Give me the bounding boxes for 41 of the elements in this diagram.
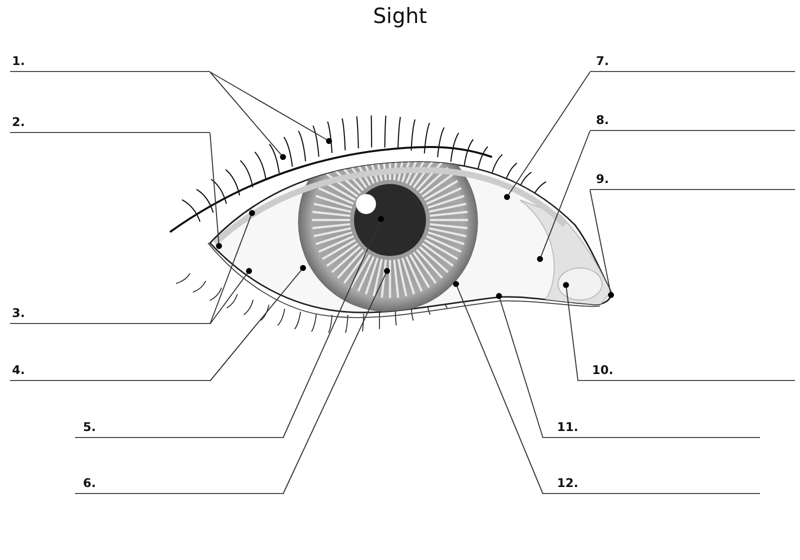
callout-number: 10. [592,363,614,377]
leader-line [540,130,590,257]
callout-number: 2. [12,115,25,129]
leader-line [566,287,578,382]
fill-in-line [10,306,210,324]
callout-number: 8. [596,113,609,127]
callout-number: 9. [596,172,609,186]
leader-line [590,190,611,293]
callout-number: 5. [83,420,96,434]
title: Sight [372,4,428,28]
fill-in-line [10,363,210,381]
leader-line [508,72,590,195]
leader-line [456,286,544,494]
callout-number: 3. [12,306,25,320]
leader-line [210,72,327,140]
fill-in-line [578,363,795,381]
pointer-dot [280,154,286,160]
leader-line [282,273,386,494]
callout-number: 6. [83,476,96,490]
fill-in-line [10,115,210,133]
callout-number: 12. [557,476,578,490]
leader-line [210,72,282,156]
pointer-dot [326,138,332,144]
leader-line [210,215,252,324]
fill-in-line [75,420,283,438]
fill-in-line [590,172,795,190]
callout-number: 4. [12,363,25,377]
fill-in-line [543,420,760,438]
callout-number: 1. [12,54,25,68]
leader-line [499,298,544,438]
leader-line [282,221,380,438]
fill-in-line [590,113,795,131]
fill-in-line [543,476,760,494]
leader-line [210,272,248,324]
fill-in-line [10,54,210,72]
fill-in-line [590,54,795,72]
leader-line [210,270,302,382]
fill-in-line [75,476,283,494]
callout-number: 7. [596,54,609,68]
callout-number: 11. [557,420,578,434]
leader-line [210,132,220,244]
